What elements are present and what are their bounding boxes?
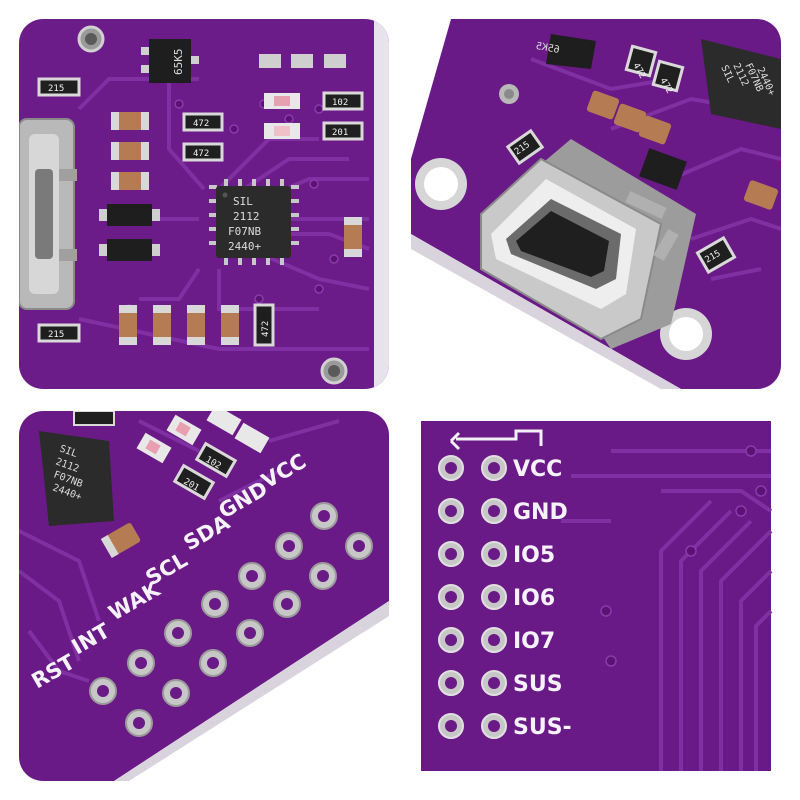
sil2112-chip: SIL 2112 F07NB 2440+ xyxy=(701,39,781,129)
pcb-traces xyxy=(561,449,773,771)
photo-usbc-angle: 65K5 SIL 2112 F07NB 2440+ 472 472 215 21… xyxy=(411,19,781,389)
header-pads xyxy=(438,455,507,739)
svg-text:SIL: SIL xyxy=(233,195,253,208)
svg-text:215: 215 xyxy=(48,84,64,94)
sil2112-chip: SIL 2112 F07NB 2440+ xyxy=(209,179,299,265)
vias xyxy=(600,445,767,667)
svg-text:472: 472 xyxy=(261,321,271,337)
svg-text:F07NB: F07NB xyxy=(228,225,261,238)
photo-header-pins-angle: SIL 2112 F07NB 2440+ 102 201 VCC GND SDA… xyxy=(19,411,389,781)
diodes xyxy=(99,204,160,261)
svg-text:215: 215 xyxy=(48,330,64,340)
pin-label-io6: IO6 xyxy=(513,586,555,611)
usb-c-connector xyxy=(480,139,696,349)
usb-c-connector xyxy=(19,118,77,310)
capacitors-bottom-row xyxy=(119,305,239,345)
sil2112-chip: SIL 2112 F07NB 2440+ xyxy=(39,431,114,526)
pin-label-gnd: GND xyxy=(513,500,568,525)
pcb-photo-pins-flat: VCC GND IO5 IO6 IO7 SUS SUS- xyxy=(411,411,781,781)
capacitor-right xyxy=(344,217,362,257)
pin-labels: VCC GND IO5 IO6 IO7 SUS SUS- xyxy=(513,457,572,740)
resistors-472-middle: 472 472 xyxy=(182,112,224,162)
resistor-472-bottom: 472 xyxy=(253,303,275,347)
pin-label-sus-minus: SUS- xyxy=(513,715,572,740)
pcb-photo-pins-angle: SIL 2112 F07NB 2440+ 102 201 VCC GND SDA… xyxy=(19,411,389,781)
led-indicators xyxy=(264,93,300,139)
top-components: 102 201 xyxy=(73,411,270,559)
photo-header-pins-flat: VCC GND IO5 IO6 IO7 SUS SUS- xyxy=(411,411,781,781)
pin-label-io5: IO5 xyxy=(513,543,555,568)
pin-label-vcc: VCC xyxy=(513,457,562,482)
photo-closeup-chip-top: 215 215 65K5 472 47 xyxy=(19,19,389,389)
transistor-65k5: 65K5 xyxy=(141,39,199,83)
resistor-r215-bottom: 215 xyxy=(37,323,81,343)
pin-label-sus: SUS xyxy=(513,672,563,697)
svg-text:2112: 2112 xyxy=(233,210,260,223)
pcb-photo-usbc: 65K5 SIL 2112 F07NB 2440+ 472 472 215 21… xyxy=(411,19,781,389)
pcb-photo-chip-top: 215 215 65K5 472 47 xyxy=(19,19,389,389)
header-pads xyxy=(89,502,373,737)
pcb-traces xyxy=(19,419,340,683)
small-components: 472 472 215 215 xyxy=(505,44,779,275)
mounting-holes xyxy=(415,84,712,360)
svg-text:2440+: 2440+ xyxy=(228,240,261,253)
transistor-65k5: 65K5 xyxy=(535,34,596,69)
svg-text:201: 201 xyxy=(332,128,348,138)
resistors-102-201: 102 201 xyxy=(322,91,364,141)
capacitors-column xyxy=(111,112,149,190)
resistor-r215-top: 215 xyxy=(37,77,81,97)
svg-text:65K5: 65K5 xyxy=(172,49,185,76)
svg-text:472: 472 xyxy=(193,119,209,129)
svg-text:102: 102 xyxy=(332,98,348,108)
pin-label-io7: IO7 xyxy=(513,629,555,654)
svg-text:472: 472 xyxy=(193,149,209,159)
silkscreen-arrow xyxy=(449,429,543,451)
resistor-pair-top xyxy=(259,54,346,68)
svg-text:65K5: 65K5 xyxy=(535,41,561,56)
